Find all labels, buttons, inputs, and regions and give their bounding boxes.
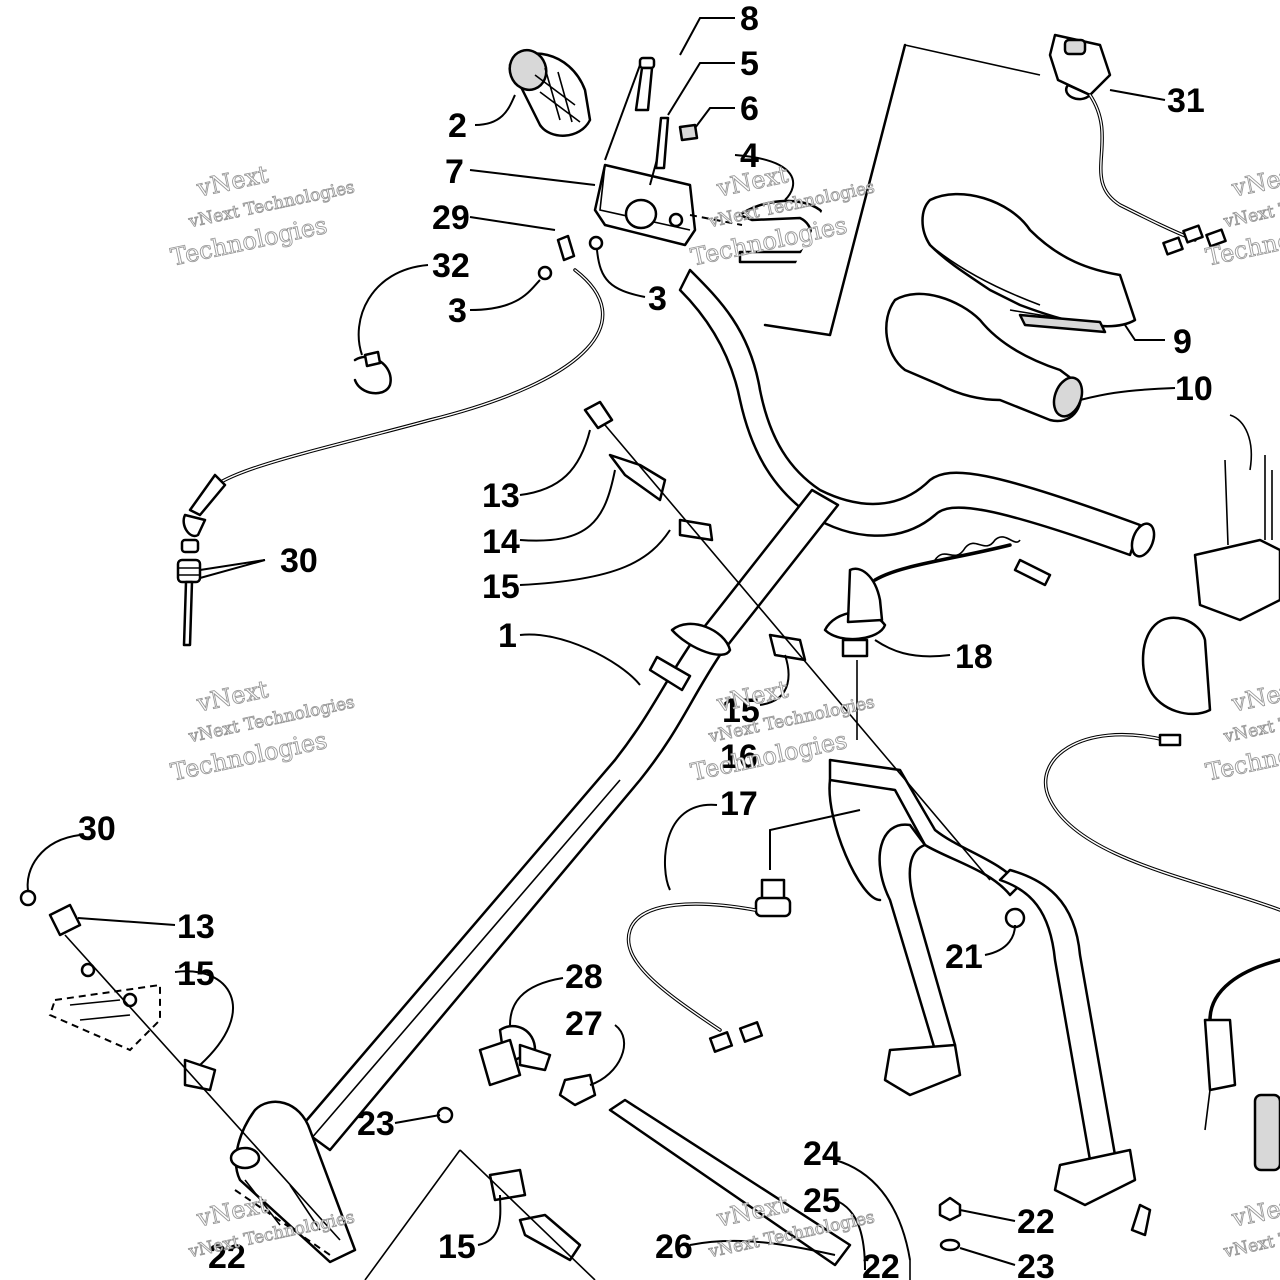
steering-arm [229,1100,357,1264]
svg-text:vNext: vNext [1229,160,1280,203]
callout: 10 [1175,370,1213,408]
callout: 3 [448,292,467,330]
crossbar-pad [885,292,1084,423]
callout: 2 [448,107,467,145]
callout: 9 [1173,323,1192,361]
kill-switch [763,33,1227,337]
callout: 17 [720,785,758,823]
callout: 28 [565,958,603,996]
tie-rod [436,1024,852,1267]
callout: 15 [482,568,520,606]
brake-cable [1043,732,1280,1172]
callout: 7 [445,153,464,191]
callout: 13 [482,477,520,515]
pin [634,56,656,112]
watermark: vNext vNext Technologies Technologies [168,675,357,787]
callout: 18 [955,638,993,676]
callout: 1 [498,617,517,655]
callout: 23 [1017,1248,1055,1280]
callout: 15 [438,1228,476,1266]
callout: 31 [1167,82,1205,120]
callout: 21 [945,938,983,976]
callout: 8 [740,0,759,38]
handlebar-pad [921,192,1137,334]
callout: 27 [565,1005,603,1043]
leader-lines [26,17,1176,1271]
callout: 14 [482,523,520,561]
callout: 3 [648,280,667,318]
throttle-housing [593,64,697,247]
callout: 22 [1017,1203,1055,1241]
sensor [626,878,792,1053]
right-switch-housing [1141,414,1280,716]
callout: 5 [740,45,759,83]
callout: 30 [78,810,116,848]
callout: 30 [280,542,318,580]
linkage [583,400,991,881]
callout: 29 [432,199,470,237]
support-bracket [828,758,1152,1237]
callout: 16 [720,738,758,776]
tether-switch [823,536,1052,740]
steering-post [298,488,840,1152]
callout: 15 [177,955,215,993]
svg-text:vNext: vNext [1229,675,1280,718]
spring-pin [654,116,670,170]
callout: 15 [722,692,760,730]
callouts: 8 5 6 4 2 7 29 32 3 3 31 9 10 13 14 15 3… [78,0,1213,1280]
handlebar [678,268,1156,558]
callout: 26 [655,1228,693,1266]
small-hardware [353,234,604,395]
lower-hardware [364,1149,962,1280]
grip [508,48,592,137]
callout: 23 [357,1105,395,1143]
callout: 22 [862,1248,900,1280]
svg-text:vNext: vNext [1229,1190,1280,1233]
callout: 13 [177,908,215,946]
watermark: vNext vNext Technologies [1221,1190,1280,1263]
callout: 24 [803,1135,841,1173]
callout: 6 [740,90,759,128]
watermark: vNext vNext Technologies Technologies [168,160,357,272]
callout: 22 [208,1238,246,1276]
left-bracket [19,889,341,1241]
cover [678,123,699,142]
callout: 25 [803,1182,841,1220]
callout: 4 [740,137,759,175]
watermark: vNext vNext Technologies Technologies [1203,160,1280,272]
throttle-cable [176,268,605,647]
callout: 32 [432,247,470,285]
